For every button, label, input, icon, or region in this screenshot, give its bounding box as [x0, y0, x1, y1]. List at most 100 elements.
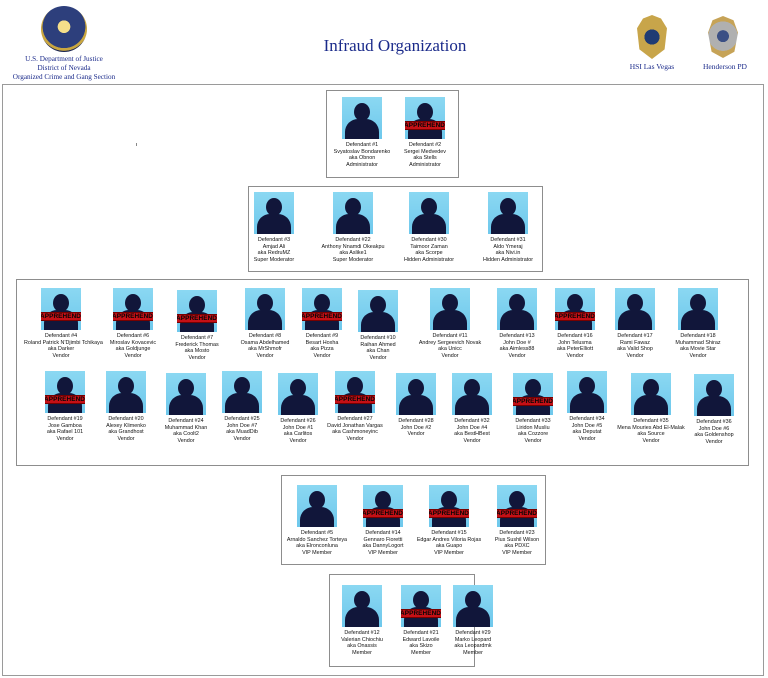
defendant-role: Vendor [524, 437, 542, 444]
silhouette-icon [297, 485, 337, 527]
defendant-role: Vendor [177, 437, 195, 444]
defendant-name: John Doe #4 [456, 424, 488, 431]
hsi-badge-icon [637, 15, 667, 59]
silhouette-icon [615, 288, 655, 330]
defendant-role: Vendor [578, 435, 596, 442]
defendant-number: Defendant #33 [515, 418, 551, 424]
defendant-name: Edward Lavoile [402, 636, 440, 643]
defendant-role: Vendor [56, 435, 74, 442]
defendant-alias: aka PeterElliott [556, 346, 594, 353]
defendant-name: John Doe #6 [698, 425, 730, 432]
defendant-alias: aka Guapo [435, 543, 463, 550]
apprehended-stamp: APPREHENDED [555, 312, 595, 321]
defendant-number: Defendant #11 [432, 333, 468, 339]
doj-line-1: U.S. Department of Justice [25, 55, 103, 63]
defendant-name: Besart Hoxha [305, 339, 339, 346]
defendant-alias: aka Coolt2 [173, 431, 199, 438]
apprehended-stamp: APPREHENDED [401, 609, 441, 618]
silhouette-icon [106, 371, 146, 413]
apprehended-stamp: APPREHENDED [41, 312, 81, 321]
defendant-name: Aldo Ymeraj [493, 243, 523, 250]
defendant-alias: aka BestHBest [454, 431, 490, 438]
defendant-name: Frederick Thomas [175, 341, 219, 348]
silhouette-icon: APPREHENDED [177, 290, 217, 332]
defendant-alias: aka Goldenshop [694, 432, 734, 439]
silhouette-icon [278, 373, 318, 415]
defendant-name: Muhammad Shiraz [675, 339, 721, 346]
defendant-name: Edgar Andres Viloria Rojas [416, 536, 482, 543]
doj-line-2: District of Nevada [37, 64, 91, 72]
defendant-role: VIP Member [434, 549, 464, 556]
defendant-role: Vendor [508, 352, 526, 359]
defendant-alias: aka Aslike1 [339, 250, 367, 257]
apprehended-stamp: APPREHENDED [335, 395, 375, 404]
defendant-number: Defendant #14 [365, 530, 401, 536]
defendant-name: Andrey Sergeevich Novak [418, 339, 482, 346]
silhouette-icon: APPREHENDED [555, 288, 595, 330]
silhouette-icon [430, 288, 470, 330]
defendant-role: Vendor [313, 352, 331, 359]
defendant-role: Vendor [369, 354, 387, 361]
defendant-role: Super Moderator [253, 256, 295, 263]
apprehended-stamp: APPREHENDED [113, 312, 153, 321]
defendant-alias: aka Scorpe [415, 250, 443, 257]
silhouette-icon [567, 371, 607, 413]
apprehended-stamp: APPREHENDED [302, 312, 342, 321]
defendant-number: Defendant #31 [490, 237, 526, 243]
silhouette-icon [342, 585, 382, 627]
defendant-name: John Doe #5 [571, 422, 603, 429]
silhouette-icon [396, 373, 436, 415]
defendant-role: Vendor [705, 438, 723, 445]
hsi-label: HSI Las Vegas [629, 62, 675, 71]
defendant-name: John Telusma [558, 339, 592, 346]
defendant-number: Defendant #4 [44, 333, 78, 339]
defendant-name: Alexey Klimenko [106, 422, 146, 429]
silhouette-icon [488, 192, 528, 234]
defendant-alias: aka Obnon [348, 155, 376, 162]
defendant-role: Member [352, 649, 372, 656]
defendant-name: Miroslav Kovacevic [109, 339, 157, 346]
defendant-alias: aka MuadDib [226, 429, 258, 436]
defendant-role: Member [411, 649, 431, 656]
defendant-number: Defendant #18 [680, 333, 716, 339]
defendant-number: Defendant #19 [47, 416, 83, 422]
defendant-role: Vendor [441, 352, 459, 359]
silhouette-icon: APPREHENDED [302, 288, 342, 330]
page-title: Infraud Organization [323, 36, 467, 55]
defendant-role: Vendor [188, 354, 206, 361]
defendant-alias: aka Goldjunge [115, 346, 151, 353]
apprehended-stamp: APPREHENDED [405, 121, 445, 130]
defendant-alias: aka Deputat [572, 429, 602, 436]
defendant-name: Taimoor Zaman [410, 243, 448, 250]
defendant-number: Defendant #25 [224, 416, 260, 422]
defendant-name: John Doe #2 [400, 424, 432, 431]
